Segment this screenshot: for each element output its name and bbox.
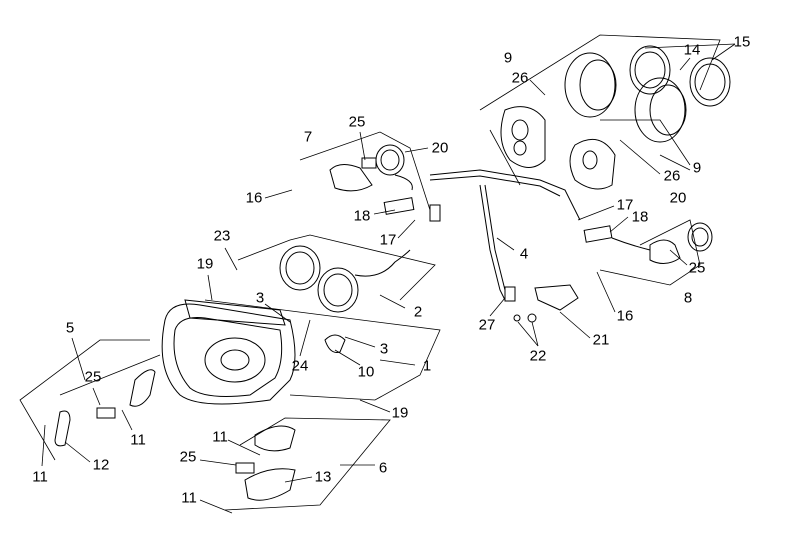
part-number-label: 13 [314,468,332,486]
wiring-harness [429,169,581,302]
part-number-label: 9 [692,159,702,177]
part-number-label: 8 [683,289,693,307]
part-number-label: 18 [353,207,371,225]
part-number-label: 27 [478,316,496,334]
part-number-label: 7 [303,128,313,146]
part-number-label: 22 [529,347,547,365]
part-number-label: 9 [503,49,513,67]
part-number-label: 10 [357,363,375,381]
part-number-label: 25 [688,259,706,277]
part-number-label: 17 [616,196,634,214]
instrument-cluster [279,245,411,313]
part-number-label: 16 [616,307,634,325]
part-number-label: 20 [669,189,687,207]
part-number-label: 6 [378,459,388,477]
reflectors-and-lenses [54,284,579,501]
part-number-label: 19 [391,404,409,422]
part-number-label: 11 [212,428,228,446]
part-number-label: 4 [519,245,529,263]
part-number-label: 24 [291,357,309,375]
part-number-label: 15 [733,33,751,51]
part-number-label: 25 [84,368,102,386]
part-number-label: 11 [32,468,48,486]
turn-signal-front-left [329,144,415,215]
part-number-label: 14 [683,41,701,59]
part-number-label: 26 [511,69,529,87]
part-number-label: 3 [255,289,265,307]
part-number-label: 25 [348,113,366,131]
part-number-label: 18 [631,208,649,226]
part-number-label: 16 [245,189,263,207]
tail-lights [500,45,731,190]
turn-signal-front-right [583,222,713,264]
part-number-label: 17 [379,231,397,249]
part-number-label: 26 [663,167,681,185]
part-number-label: 11 [130,431,146,449]
part-number-label: 25 [179,448,197,466]
part-number-label: 21 [592,331,610,349]
part-number-label: 5 [65,319,75,337]
part-number-label: 19 [196,255,214,273]
part-number-label: 12 [92,456,110,474]
part-number-label: 3 [379,340,389,358]
group-frames [19,34,721,511]
part-number-label: 1 [422,357,432,375]
headlight-housing [161,299,296,405]
part-number-label: 11 [181,489,197,507]
part-number-label: 23 [213,227,231,245]
leader-lines [41,43,736,514]
part-number-label: 20 [431,139,449,157]
part-number-label: 2 [413,303,423,321]
